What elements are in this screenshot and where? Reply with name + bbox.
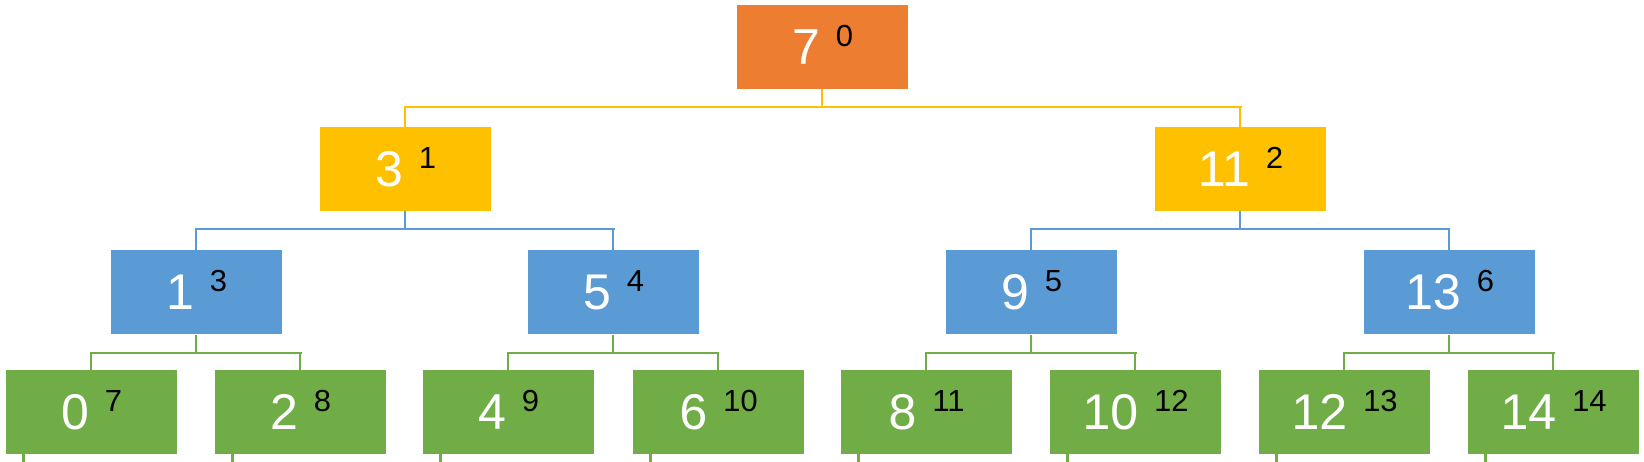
bottom-stub-4 (649, 454, 652, 462)
node-index-superscript: 12 (1154, 382, 1189, 418)
node-index-superscript: 1 (418, 139, 437, 175)
node-value: 11 (1197, 141, 1250, 197)
node-value: 14 (1500, 384, 1557, 440)
tree-node-idx-11: 8 11 (841, 370, 1012, 454)
connector-vertical-from-node4 (612, 335, 614, 354)
connector-vertical-node11 (925, 352, 927, 370)
node-index-superscript: 2 (1265, 139, 1284, 175)
node-value: 4 (477, 384, 506, 440)
tree-node-idx-4: 5 4 (528, 250, 699, 334)
tree-node-idx-6: 13 6 (1364, 250, 1535, 334)
node-value: 12 (1291, 384, 1348, 440)
connector-vertical-node1 (404, 106, 406, 127)
tree-node-idx-7: 0 7 (6, 370, 177, 454)
bottom-stub-5 (857, 454, 860, 462)
connector-horizontal-node1-children (195, 228, 615, 230)
tree-node-idx-1: 3 1 (320, 127, 491, 211)
node-index-superscript: 14 (1572, 382, 1607, 418)
tree-node-idx-3: 1 3 (111, 250, 282, 334)
node-index-superscript: 7 (104, 382, 123, 418)
bottom-stub-2 (231, 454, 234, 462)
connector-vertical-node5 (1030, 228, 1032, 250)
connector-vertical-from-node6 (1448, 335, 1450, 354)
node-value: 13 (1405, 264, 1461, 320)
connector-vertical-node2 (1239, 106, 1241, 127)
tree-node-idx-12: 10 12 (1050, 370, 1221, 454)
tree-node-idx-5: 9 5 (946, 250, 1117, 334)
connector-vertical-node9 (507, 352, 509, 370)
connector-horizontal-node3-children (90, 352, 302, 354)
node-index-superscript: 8 (313, 382, 332, 418)
connector-vertical-from-node2 (1239, 211, 1241, 230)
connector-vertical-node13 (1343, 352, 1345, 370)
node-value: 3 (374, 141, 403, 197)
connector-vertical-node8 (299, 352, 301, 370)
node-value: 1 (165, 264, 194, 320)
node-value: 8 (888, 384, 917, 440)
connector-vertical-node6 (1448, 228, 1450, 250)
node-index-superscript: 0 (835, 17, 854, 53)
connector-vertical-from-node3 (195, 335, 197, 354)
connector-vertical-node7 (90, 352, 92, 370)
tree-node-idx-13: 12 13 (1259, 370, 1430, 454)
tree-node-idx-0: 7 0 (737, 5, 908, 89)
bottom-stub-1 (22, 454, 25, 462)
node-value: 5 (582, 264, 611, 320)
node-index-superscript: 11 (932, 382, 965, 418)
node-index-superscript: 6 (1476, 262, 1494, 298)
connector-vertical-node4 (612, 228, 614, 250)
bottom-stub-6 (1066, 454, 1069, 462)
node-index-superscript: 4 (626, 262, 645, 298)
connector-vertical-root (821, 89, 823, 108)
tree-node-idx-2: 11 2 (1155, 127, 1326, 211)
connector-vertical-node14 (1552, 352, 1554, 370)
node-index-superscript: 13 (1363, 382, 1398, 418)
bottom-stub-3 (439, 454, 442, 462)
connector-horizontal-level1 (404, 106, 1242, 108)
node-value: 6 (679, 384, 708, 440)
connector-horizontal-node5-children (925, 352, 1137, 354)
node-index-superscript: 3 (209, 262, 228, 298)
node-index-superscript: 10 (723, 382, 758, 418)
node-value: 2 (269, 384, 298, 440)
node-value: 9 (1000, 264, 1029, 320)
tree-node-idx-9: 4 9 (423, 370, 594, 454)
connector-vertical-node10 (717, 352, 719, 370)
node-value: 0 (60, 384, 89, 440)
connector-vertical-from-node5 (1030, 335, 1032, 354)
connector-horizontal-node2-children (1030, 228, 1450, 230)
node-index-superscript: 9 (521, 382, 540, 418)
node-value: 10 (1082, 384, 1139, 440)
tree-node-idx-10: 6 10 (633, 370, 804, 454)
bottom-stub-8 (1484, 454, 1487, 462)
node-index-superscript: 5 (1044, 262, 1063, 298)
connector-vertical-node12 (1134, 352, 1136, 370)
connector-horizontal-node6-children (1343, 352, 1555, 354)
bottom-stub-7 (1275, 454, 1278, 462)
connector-horizontal-node4-children (507, 352, 719, 354)
tree-node-idx-8: 2 8 (215, 370, 386, 454)
node-value: 7 (791, 19, 820, 75)
connector-vertical-node3 (195, 228, 197, 250)
tree-node-idx-14: 14 14 (1468, 370, 1639, 454)
connector-vertical-from-node1 (404, 211, 406, 230)
